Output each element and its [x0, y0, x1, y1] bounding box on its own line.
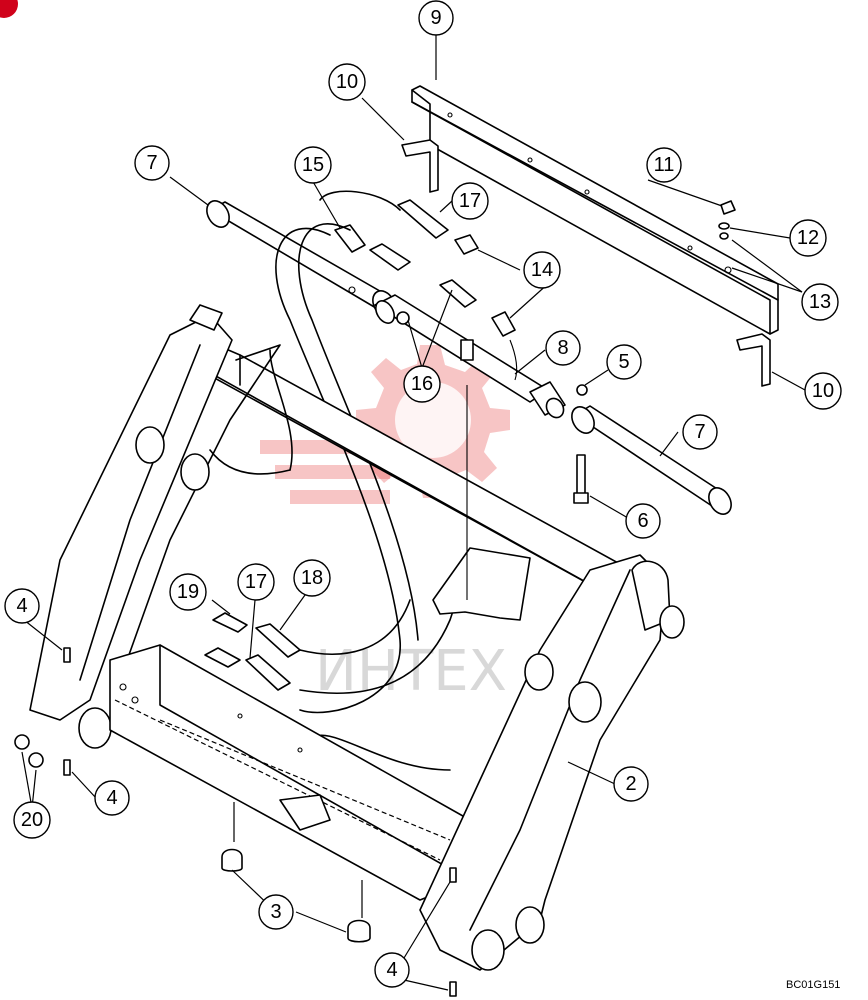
callout-5: 5: [606, 344, 642, 380]
callout-12: 12: [789, 219, 827, 257]
callout-11: 11: [646, 147, 682, 183]
svg-text:2: 2: [625, 773, 636, 795]
callout-14: 14: [523, 251, 561, 289]
callout-13: 13: [801, 283, 839, 321]
svg-text:3: 3: [270, 901, 281, 923]
callout-15: 15: [294, 146, 332, 184]
callout-4-left-bottom: 4: [94, 780, 130, 816]
svg-text:10: 10: [812, 380, 834, 402]
svg-text:12: 12: [797, 227, 819, 249]
svg-text:4: 4: [386, 959, 397, 981]
figure-code: BC01G151: [786, 979, 840, 991]
svg-text:11: 11: [654, 154, 675, 176]
bolt-11: [718, 200, 736, 274]
callout-10-lower: 10: [804, 372, 842, 410]
svg-text:20: 20: [21, 809, 43, 831]
bracket-lower: [736, 333, 771, 387]
svg-text:7: 7: [694, 421, 705, 443]
svg-text:15: 15: [302, 154, 324, 176]
svg-text:17: 17: [459, 190, 481, 212]
grease-fittings: [14, 647, 457, 997]
svg-text:9: 9: [430, 7, 441, 29]
cover-plate: [411, 85, 779, 335]
callout-16: 16: [403, 365, 441, 403]
svg-text:4: 4: [16, 595, 27, 617]
callout-10-upper: 10: [328, 63, 366, 101]
svg-text:10: 10: [336, 71, 358, 93]
svg-text:17: 17: [245, 571, 267, 593]
svg-text:7: 7: [146, 152, 157, 174]
callout-20: 20: [13, 801, 51, 839]
callout-4-left-top: 4: [4, 588, 40, 624]
callout-7-upper: 7: [134, 145, 170, 181]
corner-badge: [0, 0, 18, 18]
callout-6: 6: [625, 503, 661, 539]
svg-text:6: 6: [637, 510, 648, 532]
callout-3: 3: [258, 894, 294, 930]
fittings-lower: [204, 612, 301, 691]
fittings-upper: [334, 199, 516, 361]
bracket-upper: [401, 139, 439, 193]
svg-text:19: 19: [177, 581, 199, 603]
callout-17-lower: 17: [237, 563, 275, 601]
svg-text:13: 13: [809, 291, 831, 313]
svg-text:8: 8: [557, 337, 568, 359]
callout-9: 9: [418, 0, 454, 36]
pivot-pin-upper: [206, 200, 396, 318]
bolt-6: [573, 384, 589, 504]
svg-text:16: 16: [411, 373, 433, 395]
loader-frame: [29, 304, 685, 971]
svg-text:4: 4: [106, 787, 117, 809]
callout-17-upper: 17: [451, 182, 489, 220]
svg-text:5: 5: [618, 351, 629, 373]
callout-7-lower: 7: [682, 414, 718, 450]
svg-text:14: 14: [531, 259, 553, 281]
pivot-pin-lower: [571, 405, 732, 515]
svg-text:18: 18: [301, 567, 323, 589]
callout-2: 2: [613, 766, 649, 802]
callout-19: 19: [169, 573, 207, 611]
hydraulic-hoses: [275, 190, 471, 771]
callout-4-right-bottom: 4: [374, 952, 410, 988]
callout-8: 8: [545, 330, 581, 366]
callout-18: 18: [293, 559, 331, 597]
